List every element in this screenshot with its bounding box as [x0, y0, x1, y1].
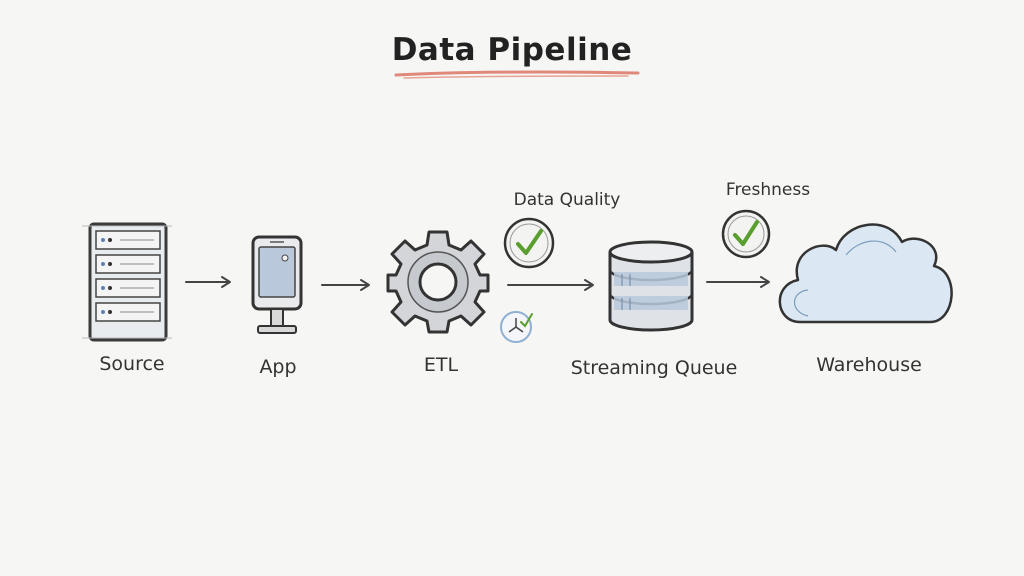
node-label-app: App [259, 356, 297, 378]
gear-icon [386, 230, 490, 334]
check-label-data-quality: Data Quality [513, 190, 621, 210]
cloud-icon [778, 223, 953, 324]
page-title: Data Pipeline [391, 32, 633, 68]
small-clock-icon [500, 311, 533, 343]
clock-check-icon [503, 217, 555, 269]
arrow-etl-to-queue [507, 279, 594, 291]
arrow-source-to-app [185, 276, 231, 288]
mobile-device-icon [251, 235, 303, 334]
clock-check-icon [721, 209, 771, 259]
check-label-freshness: Freshness [725, 180, 811, 200]
arrow-app-to-etl [321, 279, 370, 291]
title-underline [394, 70, 640, 79]
node-label-streaming-queue: Streaming Queue [570, 357, 738, 379]
database-cylinder-icon [608, 240, 694, 332]
node-label-warehouse: Warehouse [816, 354, 922, 376]
node-label-source: Source [99, 353, 165, 375]
arrow-queue-to-warehouse [706, 276, 770, 288]
server-rack-icon [82, 222, 172, 342]
node-label-etl: ETL [423, 354, 459, 376]
